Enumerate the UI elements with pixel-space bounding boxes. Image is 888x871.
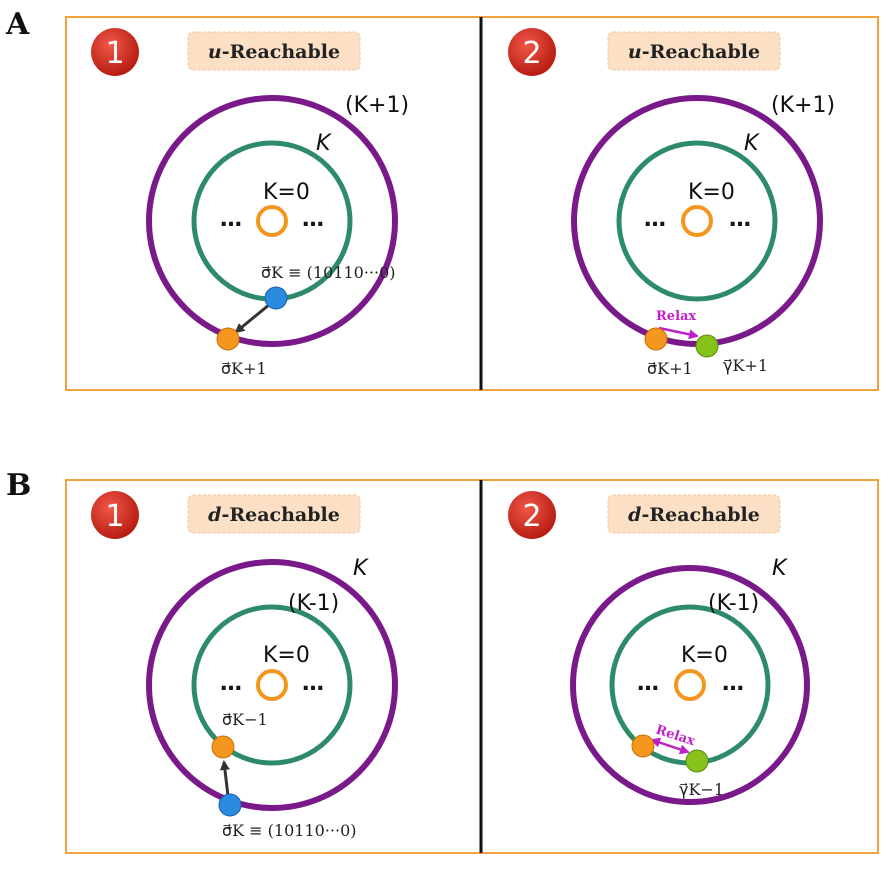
state-gamma-k-minus-1 (685, 749, 709, 773)
step-badge-number: 1 (105, 499, 124, 534)
outer-ring-label: K (772, 556, 788, 581)
outer-ring (146, 95, 398, 347)
ellipsis-right: … (302, 671, 324, 696)
core-ring (256, 205, 288, 237)
subpanel-a2: 2 u-Reachable (K+1) K K=0 … … Relax σ⃗K+… (508, 28, 835, 378)
state-sigma-k-plus-1-label: σ⃗K+1 (647, 359, 693, 378)
step-badge (508, 491, 556, 539)
state-sigma-k-plus-1 (644, 327, 668, 351)
core-label: K=0 (263, 180, 310, 205)
reachable-tag-label: d-Reachable (628, 504, 760, 526)
ellipsis-left: … (220, 671, 242, 696)
state-sigma-k (218, 793, 242, 817)
ellipsis-right: … (722, 671, 744, 696)
ellipsis-left: … (637, 671, 659, 696)
subpanel-a1: 1 u-Reachable (K+1) K K=0 … … σ⃗K ≡ (101… (91, 28, 409, 378)
core-label: K=0 (688, 180, 735, 205)
inner-ring-label: K (744, 131, 760, 156)
state-gamma-k-minus-1-label: γ⃗K−1 (679, 780, 724, 799)
state-sigma-k-plus-1-label: σ⃗K+1 (221, 359, 267, 378)
state-gamma-k-plus-1-label: γ⃗K+1 (723, 356, 768, 375)
step-badge (91, 491, 139, 539)
reachable-tag-label: d-Reachable (208, 504, 340, 526)
core-label: K=0 (263, 643, 310, 668)
state-sigma-k-minus-1-label: σ⃗K−1 (222, 710, 268, 729)
reachable-tag (607, 31, 781, 71)
reachable-tag-label: u-Reachable (208, 41, 340, 63)
panel-letter-a: A (5, 7, 30, 42)
outer-ring-label: (K+1) (345, 93, 409, 118)
reachable-tag (187, 31, 361, 71)
outer-ring (570, 565, 810, 805)
state-gamma-k-plus-1 (695, 334, 719, 358)
panel-a-frame (65, 16, 879, 391)
ellipsis-left: … (644, 207, 666, 232)
reachable-tag (187, 494, 361, 534)
ellipsis-left: … (220, 207, 242, 232)
step-badge (508, 28, 556, 76)
outer-ring (146, 559, 398, 811)
reachable-tag-label: u-Reachable (628, 41, 760, 63)
inner-ring-label: (K-1) (708, 591, 759, 616)
state-sigma-k-label: σ⃗K ≡ (10110···0) (222, 821, 357, 840)
step-badge-number: 2 (522, 36, 541, 71)
state-sigma-k-label: σ⃗K ≡ (10110···0) (261, 263, 396, 282)
inner-ring-label: K (316, 131, 332, 156)
state-sigma-k (264, 286, 288, 310)
state-sigma-k-minus-1 (211, 735, 235, 759)
state-sigma-k-plus-1 (216, 327, 240, 351)
reachable-tag (607, 494, 781, 534)
step-badge-number: 2 (522, 499, 541, 534)
subpanel-b2: 2 d-Reachable K (K-1) K=0 … … Relax γ⃗K−… (508, 491, 810, 805)
core-ring (674, 669, 706, 701)
inner-ring (616, 140, 778, 302)
relax-label: Relax (656, 309, 696, 324)
outer-ring-label: K (353, 556, 369, 581)
state-sigma-k-minus-1 (631, 734, 655, 758)
subpanel-b1: 1 d-Reachable K (K-1) K=0 … … σ⃗K−1 σ⃗K … (91, 491, 398, 840)
ellipsis-right: … (302, 207, 324, 232)
inner-ring (191, 604, 353, 766)
outer-ring-label: (K+1) (771, 93, 835, 118)
core-ring (681, 205, 713, 237)
relax-arrow (658, 326, 699, 340)
step-badge (91, 28, 139, 76)
core-label: K=0 (681, 643, 728, 668)
step-badge-number: 1 (105, 36, 124, 71)
relax-label: Relax (654, 723, 697, 750)
panel-b-frame (65, 479, 879, 854)
transition-arrow (219, 760, 230, 797)
transition-arrow (234, 302, 271, 334)
core-ring (256, 669, 288, 701)
relax-arrow (650, 737, 690, 755)
ellipsis-right: … (729, 207, 751, 232)
panel-letter-b: B (6, 468, 31, 503)
inner-ring-label: (K-1) (288, 591, 339, 616)
